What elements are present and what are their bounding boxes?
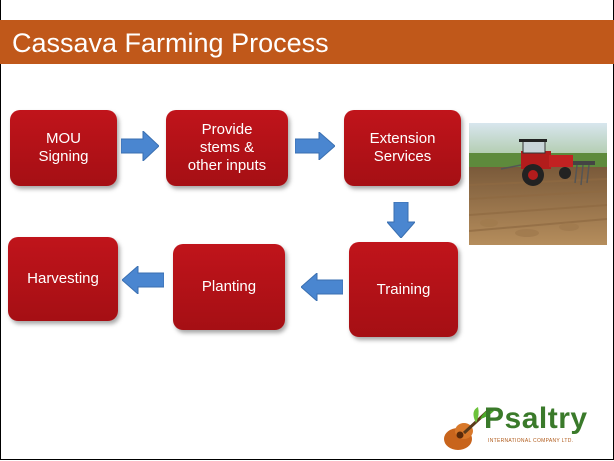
arrow-left-icon [122,266,164,294]
step-provide-inputs: Provide stems & other inputs [166,110,288,186]
arrow-right-icon [295,132,335,160]
step-mou-signing: MOU Signing [10,110,117,186]
guitar-logo-icon [444,407,494,450]
slide-title: Cassava Farming Process [12,28,329,58]
arrow-right-icon [121,131,159,161]
step-planting: Planting [173,244,285,330]
title-bar: Cassava Farming Process [0,20,614,64]
psaltry-logo: Psaltry INTERNATIONAL COMPANY LTD. [440,402,595,455]
logo-name: Psaltry [484,402,588,435]
logo-subtitle: INTERNATIONAL COMPANY LTD. [488,438,574,444]
step-training: Training [349,242,458,337]
step-extension-services: Extension Services [344,110,461,186]
step-harvesting: Harvesting [8,237,118,321]
arrow-down-icon [387,202,415,238]
tractor-field-photo [469,123,607,245]
arrow-left-icon [301,273,343,301]
